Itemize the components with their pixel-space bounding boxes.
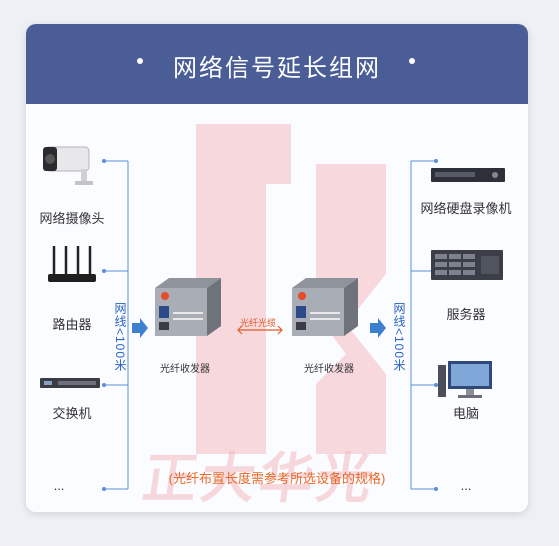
left-cable-text: 网线<100米: [113, 302, 127, 373]
computer-icon: [438, 361, 492, 398]
server-icon: [431, 250, 503, 280]
right-device-label-2: 服务器: [446, 307, 486, 322]
transceiver-label-right: 光纤收发器: [304, 364, 354, 375]
left-device-label-1: 网络摄像头: [39, 211, 105, 226]
right-cable-text: 网线<100米: [392, 302, 406, 373]
right-device-label-1: 网络硬盘录像机: [420, 201, 512, 216]
title-dot-left: [137, 58, 143, 64]
ip-camera-icon: [43, 146, 93, 185]
transceiver-label-left: 光纤收发器: [160, 364, 210, 375]
diagram-card: 网络信号延长组网 正大华光: [26, 24, 528, 512]
nvr-icon: [431, 168, 505, 182]
left-device-label-4: ...: [53, 478, 65, 493]
diagram-area: 正大华光: [26, 104, 528, 512]
title-dot-right: [409, 58, 415, 64]
length-note: (光纤布置长度需参考所选设备的规格): [168, 471, 386, 486]
switch-icon: [40, 378, 100, 388]
fiber-cable-label: 光纤光缆: [240, 318, 277, 328]
fiber-transceiver-right-icon: [292, 278, 358, 336]
header-bar: 网络信号延长组网: [26, 24, 528, 104]
right-device-label-4: ...: [460, 478, 472, 493]
left-device-label-3: 交换机: [52, 406, 92, 421]
router-icon: [48, 246, 96, 282]
fiber-transceiver-left-icon: [155, 278, 221, 336]
left-device-label-2: 路由器: [52, 317, 92, 332]
page-title: 网络信号延长组网: [173, 55, 381, 82]
right-device-label-3: 电脑: [452, 406, 479, 421]
